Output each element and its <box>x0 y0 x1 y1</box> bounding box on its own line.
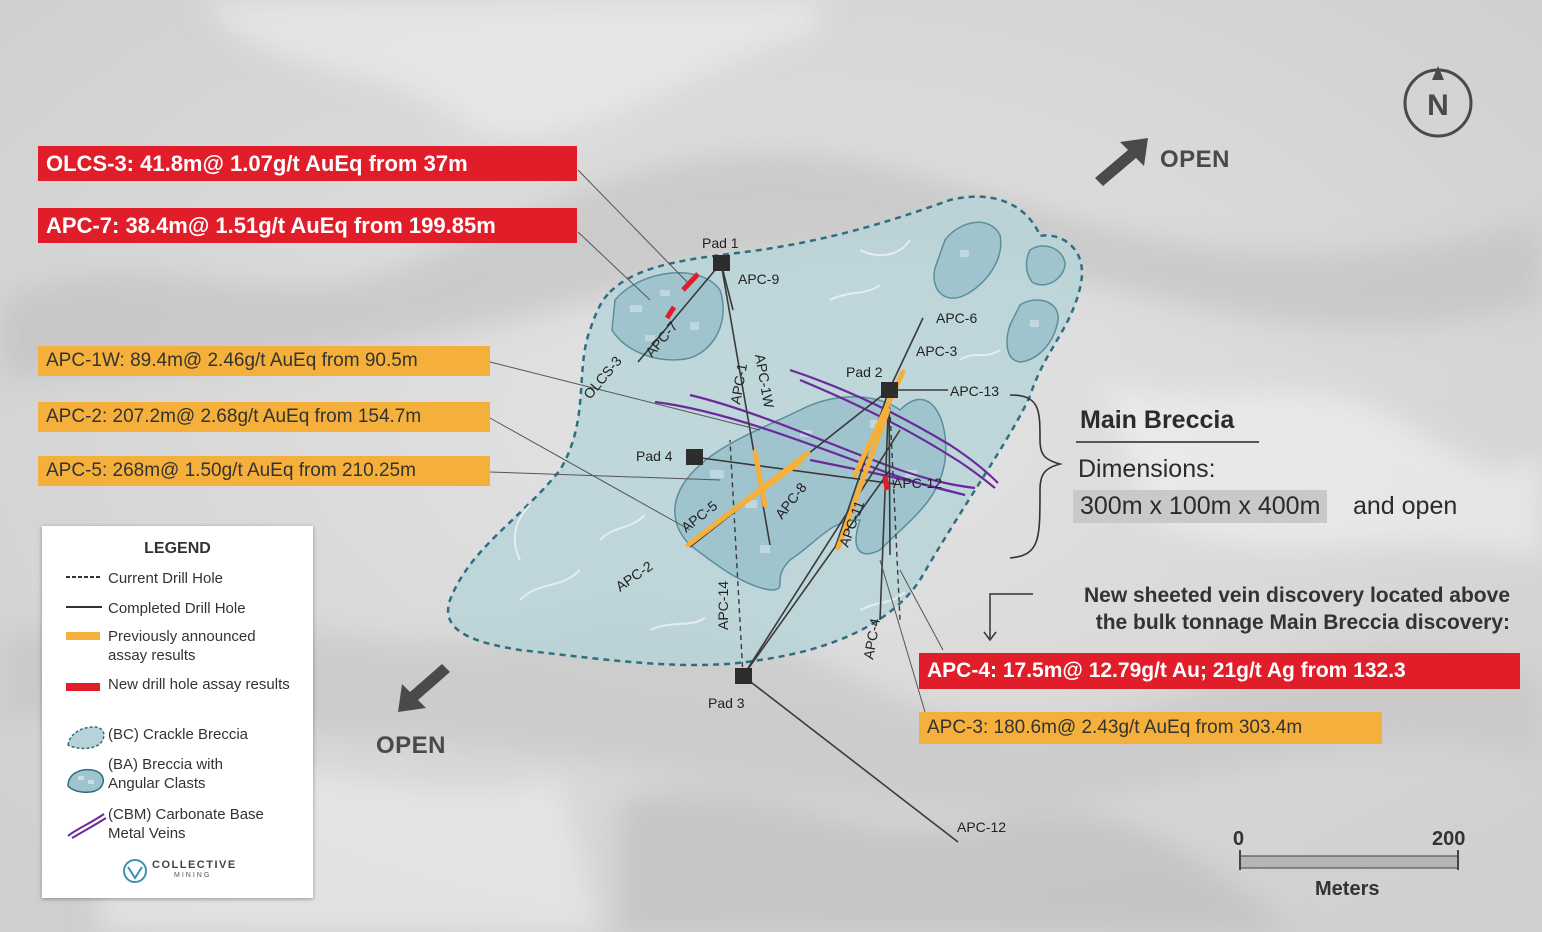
scale-end-label: 200 <box>1432 828 1466 850</box>
main-breccia-underline <box>1076 441 1259 443</box>
previous-assay-symbol <box>66 632 100 640</box>
pad-1-label: Pad 1 <box>702 235 739 251</box>
legend-title: LEGEND <box>144 540 211 557</box>
legend-item-new-assay: New drill hole assay results <box>108 676 290 693</box>
pad-2-label: Pad 2 <box>846 364 883 380</box>
main-breccia-brace <box>1009 394 1064 559</box>
vein-discovery-line1: New sheeted vein discovery located above <box>1083 584 1510 607</box>
callout-olcs3: OLCS-3: 41.8m@ 1.07g/t AuEq from 37m <box>38 146 577 181</box>
open-arrow-ne-icon <box>1095 138 1148 186</box>
callout-apc7: APC-7: 38.4m@ 1.51g/t AuEq from 199.85m <box>38 208 577 243</box>
vein-pointer-arrow-icon <box>983 593 1033 642</box>
main-breccia-open-suffix: and open <box>1353 492 1458 520</box>
callout-apc1w: APC-1W: 89.4m@ 2.46g/t AuEq from 90.5m <box>38 346 490 376</box>
current-drill-holes <box>729 389 901 677</box>
pad-1-marker <box>713 255 730 271</box>
main-breccia-dimensions-value: 300m x 100m x 400m <box>1073 490 1328 523</box>
hole-label-apc13: APC-13 <box>950 383 999 399</box>
hole-label-apc12-far: APC-12 <box>957 819 1006 835</box>
hole-label-apc1: APC-1 <box>727 362 750 406</box>
angular-breccia-symbol <box>67 768 105 793</box>
legend-brand-sub: MINING <box>174 872 212 879</box>
legend-item-completed-hole: Completed Drill Hole <box>108 600 246 617</box>
collective-mining-logo-icon <box>123 859 147 883</box>
hole-label-apc6: APC-6 <box>936 310 977 326</box>
callout-apc3: APC-3: 180.6m@ 2.43g/t AuEq from 303.4m <box>919 712 1382 744</box>
crackle-breccia-symbol <box>67 726 105 750</box>
vein-discovery-line2: the bulk tonnage Main Breccia discovery: <box>1095 611 1510 634</box>
callout-apc5: APC-5: 268m@ 1.50g/t AuEq from 210.25m <box>38 456 490 486</box>
legend-item-current-hole: Current Drill Hole <box>108 570 224 587</box>
hole-label-apc12: APC-12 <box>893 475 942 491</box>
cbm-vein-symbol <box>67 813 107 839</box>
callout-leaders <box>489 169 944 713</box>
callout-apc2: APC-2: 207.2m@ 2.68g/t AuEq from 154.7m <box>38 402 490 432</box>
open-label-ne: OPEN <box>1160 146 1231 173</box>
pad-4-marker <box>686 449 703 465</box>
legend-item-crackle-breccia: (BC) Crackle Breccia <box>108 726 249 743</box>
main-breccia-title: Main Breccia <box>1080 406 1235 434</box>
legend-item-previous-assay: Previously announced assay results <box>108 628 256 664</box>
open-arrow-sw-icon <box>398 664 450 712</box>
drill-pads <box>686 255 898 684</box>
current-drill-hole-symbol <box>66 576 102 578</box>
north-arrow-icon <box>1403 66 1473 138</box>
hole-label-apc14: APC-14 <box>715 581 731 630</box>
callout-apc4: APC-4: 17.5m@ 12.79g/t Au; 21g/t Ag from… <box>919 653 1520 689</box>
hole-label-apc9: APC-9 <box>738 271 779 287</box>
scale-unit-label: Meters <box>1315 878 1380 900</box>
open-label-sw: OPEN <box>376 732 447 759</box>
legend-panel: LEGEND Current Drill Hole Completed Dril… <box>42 526 313 898</box>
crackle-texture <box>513 239 1001 631</box>
new-assay-intercepts <box>664 272 890 491</box>
north-arrow-letter: N <box>1427 89 1449 122</box>
pad-4-label: Pad 4 <box>636 448 673 464</box>
pad-3-label: Pad 3 <box>708 695 745 711</box>
legend-item-cbm-veins: (CBM) Carbonate Base Metal Veins <box>108 806 264 842</box>
legend-item-angular-breccia: (BA) Breccia with Angular Clasts <box>108 756 224 792</box>
completed-drill-hole-symbol <box>66 606 102 608</box>
hole-label-apc3: APC-3 <box>916 343 957 359</box>
legend-brand: COLLECTIVE <box>152 859 237 871</box>
pad-3-marker <box>735 668 752 684</box>
hole-label-apc4: APC-4 <box>860 617 883 661</box>
scale-start-label: 0 <box>1233 828 1245 850</box>
main-breccia-dimensions-label: Dimensions: <box>1078 455 1216 483</box>
scale-bar <box>1239 850 1459 870</box>
pad-2-marker <box>881 382 898 398</box>
new-assay-symbol <box>66 683 100 691</box>
